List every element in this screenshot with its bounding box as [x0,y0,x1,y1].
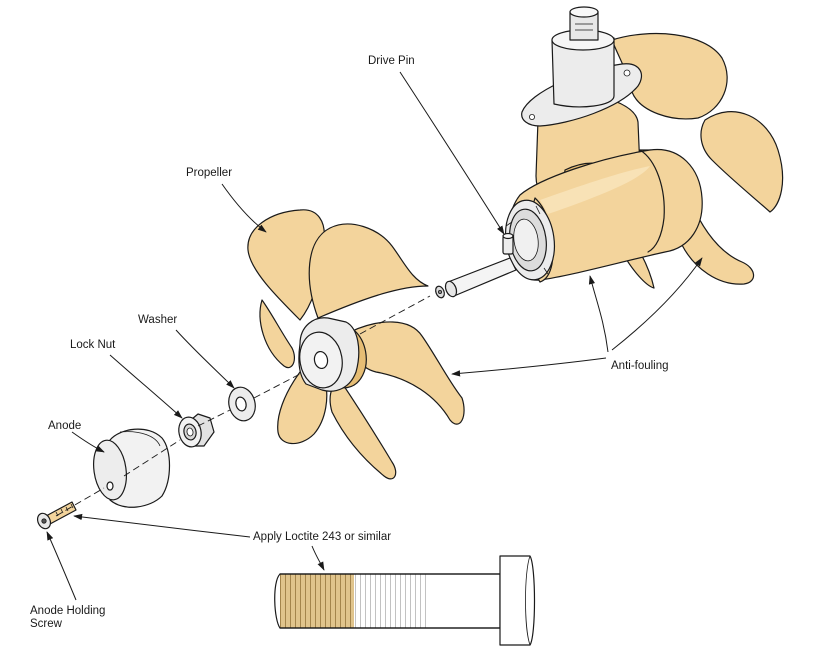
bolt-head [499,555,536,646]
label-loctite: Apply Loctite 243 or similar [253,531,391,543]
leader-drive-pin [399,71,505,235]
leader-propeller [221,183,267,233]
anode [93,428,171,508]
rear-blade-right [700,111,784,213]
leader-anode-screw [46,531,77,601]
propeller [247,209,465,480]
bolt-thread-coated [280,574,354,628]
bolt-shank-plain [430,575,499,627]
propeller-blade-right [349,321,465,425]
leader-lock-nut [109,354,183,419]
label-anode: Anode [48,420,81,432]
bolt-detail [274,555,536,646]
label-drive-pin: Drive Pin [368,55,415,67]
propeller-blade-bottom [329,379,397,480]
label-washer: Washer [138,314,177,326]
leader-loctite-bolt [311,545,325,571]
drive-unit [435,6,784,299]
plate-bolt-hole [529,114,536,121]
propeller-bore [313,350,329,370]
leader-antifouling-3 [451,357,607,377]
lock-nut [178,413,215,448]
leader-anode [71,431,105,453]
antifouling-ring-rear [639,149,665,253]
propeller-blade-left-outer [259,299,296,369]
front-collar [504,199,556,281]
label-anode-screw-line2: Screw [30,618,63,630]
leader-washer [175,329,235,389]
leader-lines [46,71,703,601]
leader-antifouling-2 [611,257,703,351]
upper-column [551,6,615,108]
propeller-blade-left [277,371,328,445]
label-anode-screw-line1: Anode Holding [30,605,105,617]
housing-highlight [540,166,650,214]
label-propeller: Propeller [186,167,232,179]
label-lock-nut: Lock Nut [70,339,116,351]
propeller-blade-top-right [308,223,429,319]
leader-loctite-screw [73,513,251,538]
assembly-axis [55,295,431,517]
plate-bolt-hole [623,69,631,77]
propeller-shaft [435,257,517,299]
leader-antifouling-1 [588,275,609,353]
anode-holding-screw [36,501,77,530]
bolt-thread-plain [354,574,430,628]
washer [228,386,256,422]
drive-pin [502,232,514,255]
label-anti-fouling: Anti-fouling [611,360,669,372]
